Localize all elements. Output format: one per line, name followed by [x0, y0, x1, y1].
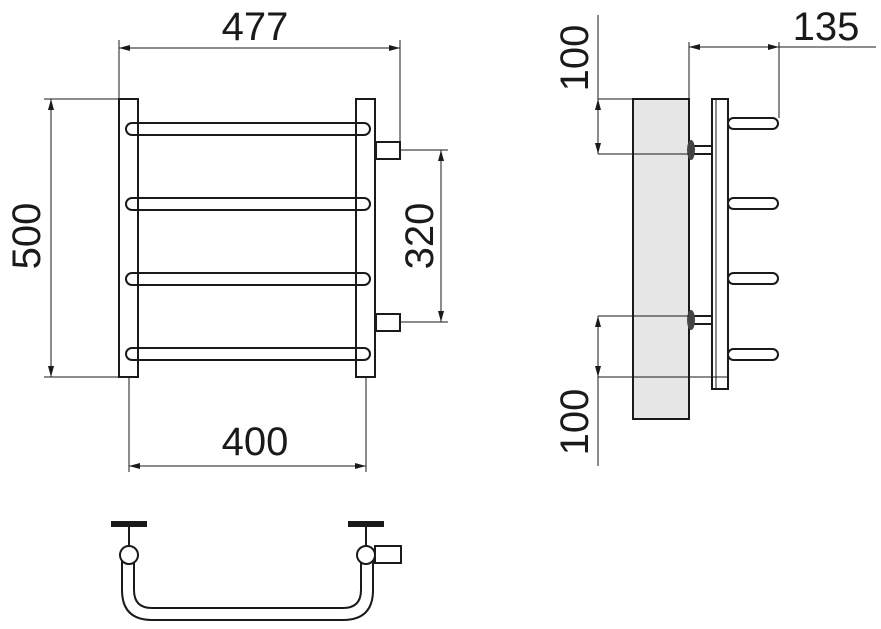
right-post [355, 98, 376, 378]
side-rung-1 [727, 117, 779, 130]
dim-label-320: 320 [398, 203, 442, 270]
top-rail-outer [121, 555, 374, 621]
rung-2 [125, 197, 371, 211]
dim-label-400: 400 [222, 420, 289, 464]
side-rung-3 [727, 272, 779, 285]
wall [632, 98, 690, 420]
dim-width-overall: 477 [118, 5, 401, 142]
dim-top-offset: 100 [553, 15, 689, 155]
front-view [118, 98, 401, 378]
inlet-fitting-top [375, 141, 401, 160]
top-post-left [119, 545, 139, 565]
rung-3 [125, 272, 371, 286]
dim-label-135: 135 [793, 5, 860, 49]
top-rail-inner [133, 555, 362, 609]
dim-center-distance: 320 [398, 149, 448, 323]
dim-depth: 135 [688, 5, 876, 118]
left-post [118, 98, 139, 378]
side-rung-4 [727, 348, 779, 361]
top-view [111, 521, 402, 621]
dim-bottom-offset: 100 [553, 315, 728, 466]
top-fitting [374, 545, 402, 564]
top-flange-right [348, 521, 384, 527]
rung-4 [125, 347, 371, 361]
dim-label-100-bottom: 100 [553, 389, 597, 456]
side-rung-2 [727, 197, 779, 210]
dim-label-500: 500 [5, 203, 49, 270]
side-view [632, 98, 779, 420]
bracket-bottom-flange [687, 310, 695, 330]
dim-rail-width: 400 [128, 377, 367, 472]
bracket-top-flange [687, 140, 695, 160]
top-post-right [356, 545, 376, 565]
dim-label-100-top: 100 [553, 25, 597, 92]
rung-1 [125, 122, 371, 136]
dim-label-477: 477 [222, 5, 289, 49]
top-flange-left [111, 521, 147, 527]
dim-height-overall: 500 [5, 98, 119, 378]
inlet-fitting-bottom [375, 313, 401, 332]
side-post [711, 98, 729, 390]
